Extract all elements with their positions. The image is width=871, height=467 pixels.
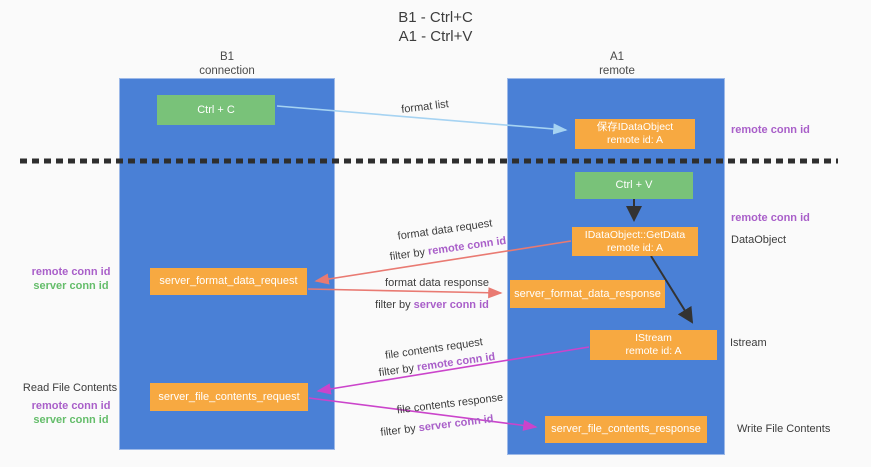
server-conn-id-text: server conn id xyxy=(413,299,489,311)
read-file-contents-label: Read File Contents xyxy=(22,382,118,394)
title-line-2: A1 - Ctrl+V xyxy=(398,28,473,45)
istream-line2: remote id: A xyxy=(625,345,682,357)
ctrl-v-label: Ctrl + V xyxy=(615,179,653,191)
istream-side-label: Istream xyxy=(730,337,767,349)
lane-header-a1: A1 remote xyxy=(547,50,687,78)
server-format-data-request-label: server_format_data_request xyxy=(159,275,298,287)
getdata-line1: IDataObject::GetData xyxy=(584,228,686,241)
file-contents-response-arrow xyxy=(308,397,538,431)
getdata-to-istream-arrow xyxy=(650,255,694,324)
format-data-request-arrow xyxy=(314,240,572,285)
lane-b1-name: B1 xyxy=(219,51,235,63)
left-conn-ids-bottom: remote conn id server conn id xyxy=(23,399,119,427)
node-idataobject-getdata: IDataObject::GetData remote id: A xyxy=(572,227,698,256)
lane-a1-name: A1 xyxy=(609,51,625,63)
right-remote-conn-id-top: remote conn id xyxy=(731,124,810,136)
node-server-file-contents-response: server_file_contents_response xyxy=(545,416,707,443)
left-server-conn-id-top: server conn id xyxy=(33,280,109,292)
server-file-contents-response-label: server_file_contents_response xyxy=(551,423,701,435)
node-istream: IStream remote id: A xyxy=(590,330,717,360)
write-file-contents-label: Write File Contents xyxy=(737,423,831,435)
diagram-title: B1 - Ctrl+C A1 - Ctrl+V xyxy=(0,8,871,46)
left-conn-ids-top: remote conn id server conn id xyxy=(23,265,119,293)
left-remote-conn-id-top: remote conn id xyxy=(31,266,111,278)
save-idataobject-line2: remote id: A xyxy=(606,134,664,146)
node-save-idataobject: 保存IDataObject remote id: A xyxy=(575,119,695,149)
left-server-conn-id-bottom: server conn id xyxy=(33,414,109,426)
format-list-arrow xyxy=(276,105,568,135)
left-remote-conn-id-bottom: remote conn id xyxy=(31,400,111,412)
node-server-format-data-request: server_format_data_request xyxy=(150,268,307,295)
title-line-1: B1 - Ctrl+C xyxy=(398,9,473,26)
istream-line1: IStream xyxy=(635,332,672,344)
save-idataobject-line1: 保存IDataObject xyxy=(596,121,674,133)
getdata-line2: remote id: A xyxy=(606,241,664,254)
file-contents-request-arrow xyxy=(316,346,590,395)
node-ctrl-v: Ctrl + V xyxy=(575,172,693,199)
server-file-contents-request-label: server_file_contents_request xyxy=(158,390,300,403)
filter-by-text: filter by xyxy=(375,299,411,311)
dataobject-label: DataObject xyxy=(731,234,787,246)
lane-header-b1: B1 connection xyxy=(157,50,297,78)
node-server-format-data-response: server_format_data_response xyxy=(510,280,665,308)
filter-by-server-conn-id-1: filter by server conn id xyxy=(375,299,489,311)
node-ctrl-c: Ctrl + C xyxy=(157,95,275,125)
lane-a1-subtitle: remote xyxy=(599,65,635,77)
lane-b1-subtitle: connection xyxy=(199,65,255,77)
ctrl-c-label: Ctrl + C xyxy=(197,103,235,116)
node-server-file-contents-request: server_file_contents_request xyxy=(150,383,308,411)
format-data-response-arrow xyxy=(307,287,503,299)
format-data-response-label: format data response xyxy=(385,277,489,289)
server-format-data-response-label: server_format_data_response xyxy=(514,287,661,300)
right-remote-conn-id-mid: remote conn id xyxy=(731,212,810,224)
